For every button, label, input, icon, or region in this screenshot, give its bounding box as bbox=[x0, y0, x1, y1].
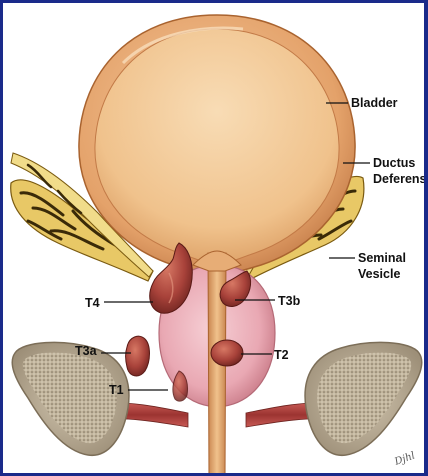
label-t2: T2 bbox=[274, 348, 289, 362]
artist-signature: Djhl bbox=[392, 450, 416, 468]
label-t3b: T3b bbox=[278, 294, 301, 308]
label-ductus-line2: Deferens bbox=[373, 172, 427, 186]
label-t3a: T3a bbox=[75, 344, 98, 358]
tumor-t3a bbox=[126, 336, 150, 376]
tumor-t2 bbox=[211, 340, 243, 366]
label-ductus-line1: Ductus bbox=[373, 156, 415, 170]
label-seminal-line1: Seminal bbox=[358, 251, 406, 265]
prostate-staging-diagram: Bladder Ductus Deferens Seminal Vesicle … bbox=[3, 3, 428, 476]
label-t1: T1 bbox=[109, 383, 124, 397]
label-bladder: Bladder bbox=[351, 96, 398, 110]
label-t4: T4 bbox=[85, 296, 100, 310]
label-seminal-line2: Vesicle bbox=[358, 267, 400, 281]
